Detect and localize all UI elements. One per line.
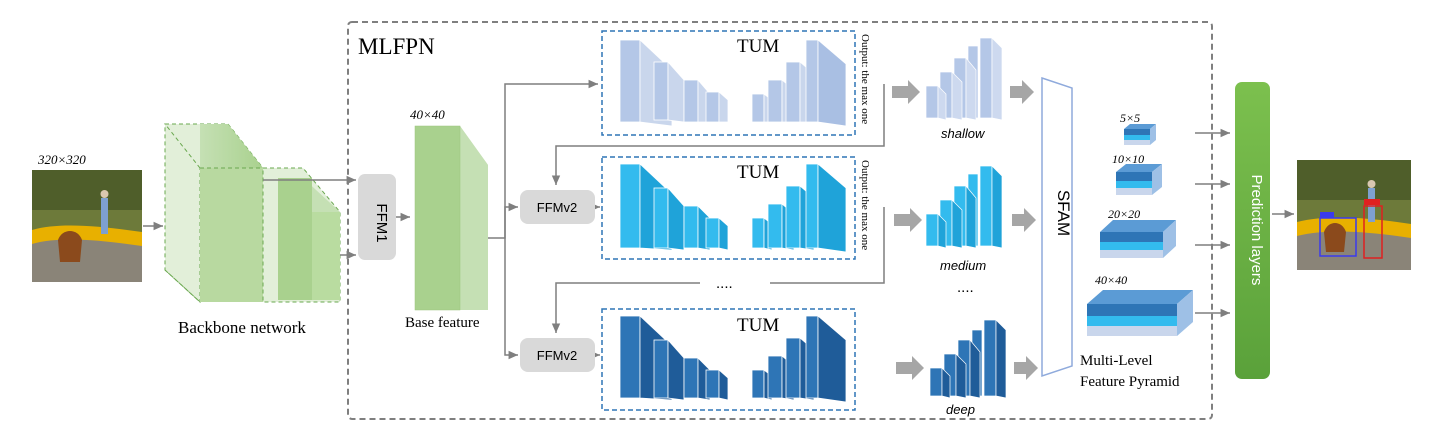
deep-features [929,319,1007,399]
pyramid-level-5x5: 5×5 [1120,111,1156,145]
medium-features [925,165,1003,249]
tum-encoder-1 [618,39,729,127]
tum-decoder-1 [751,39,848,127]
pyramid-caption-line2: Feature Pyramid [1080,374,1180,390]
level-label-deep: deep [946,402,975,417]
ffm1-label: FFM1 [373,203,390,242]
output-image [1297,160,1411,270]
pyramid-size-10x10: 10×10 [1112,152,1144,166]
input-size-label: 320×320 [37,152,86,167]
tum-output-note-2: Output: the max one [859,160,871,250]
ellipsis-middle: .... [716,275,733,292]
sfam-module: SFAM [1041,76,1073,378]
ellipsis-levels: .... [957,279,974,296]
input-image [32,170,142,282]
pyramid-level-40x40: 40×40 [1087,273,1193,336]
tum-module-3: TUM [601,308,856,411]
level-label-medium: medium [940,258,986,273]
tum-encoder-3 [618,315,729,401]
pyramid-level-10x10: 10×10 [1112,152,1162,195]
ffmv2-label-2: FFMv2 [537,348,577,363]
level-label-shallow: shallow [941,126,986,141]
mlfpn-title: MLFPN [358,34,435,59]
detection-box-dog [1319,217,1357,257]
ffmv2-label-1: FFMv2 [537,200,577,215]
pyramid-caption-line1: Multi-Level [1080,353,1152,369]
backbone-label: Backbone network [178,318,306,337]
ffm1-box [358,174,396,260]
base-feature-block [414,125,488,311]
base-feature-size: 40×40 [410,107,445,122]
mlfpn-container [347,21,1213,420]
prediction-label: Prediction layers [1248,175,1265,286]
pyramid-to-prediction-arrows [1195,128,1230,318]
pyramid-size-40x40: 40×40 [1095,273,1127,287]
tum-encoder-2 [618,163,729,251]
detection-box-person [1363,205,1383,259]
backbone-network [163,123,341,304]
base-feature-label: Base feature [405,315,480,331]
pyramid-size-20x20: 20×20 [1108,207,1140,221]
tum-label-2: TUM [737,162,779,183]
pyramid-level-20x20: 20×20 [1100,207,1176,258]
sfam-label: SFAM [1054,190,1073,236]
ffmv2-module-1: FFMv2 [520,190,595,224]
tum-output-note-1: Output: the max one [859,34,871,124]
tum-label-3: TUM [737,315,779,336]
pyramid-size-5x5: 5×5 [1120,111,1140,125]
tum-module-1: TUM Output: the max one [601,30,871,136]
tum-label-1: TUM [737,36,779,57]
shallow-features [925,37,1003,121]
tum-decoder-3 [751,315,848,403]
ellipsis-mask [700,276,770,290]
prediction-layers: Prediction layers [1235,82,1270,379]
tum-decoder-2 [751,163,848,253]
tum-module-2: TUM Output: the max one [601,156,871,260]
level-block-arrows [892,80,1038,380]
base-feature-connectors [488,79,598,360]
ffmv2-module-2: FFMv2 [520,338,595,372]
